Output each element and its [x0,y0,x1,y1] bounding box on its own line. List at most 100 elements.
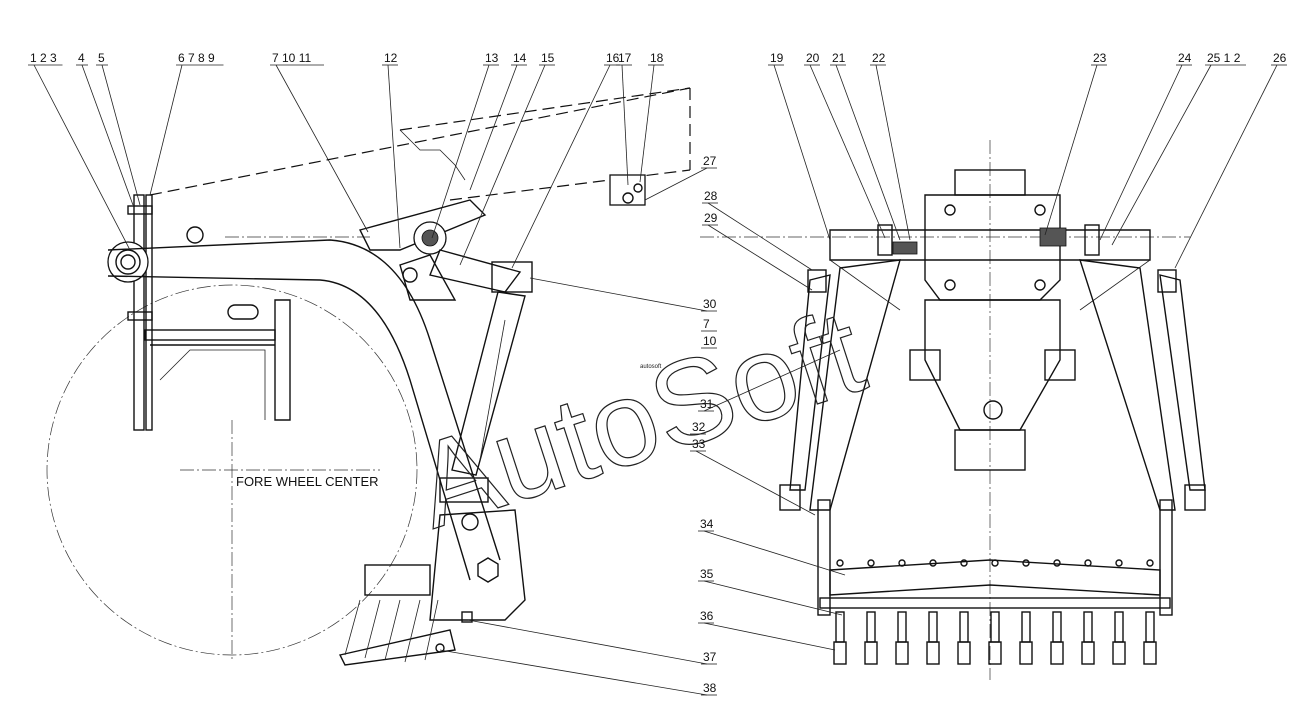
tine-shank [866,611,876,643]
callout-leader [875,64,911,241]
front-view [700,140,1206,680]
callout-right-11: 32 [692,420,706,434]
callout-left-11: 18 [650,51,664,65]
tine-tip [833,641,847,665]
side-view: FORE WHEEL CENTER [46,87,691,666]
hydraulic-cylinder-left [439,291,526,531]
tine-tip [1019,641,1033,665]
callout-leader [275,64,369,233]
callout-leader [439,649,708,696]
callout-leader [1111,64,1212,246]
tine-tip [957,641,971,665]
tine-tip [1112,641,1126,665]
callout-leader [707,202,813,271]
bar-bolt [898,559,906,567]
callout-right-5: 24 [1178,51,1192,65]
callout-right-13: 34 [700,517,714,531]
lever-assembly [358,174,646,301]
callout-leader [703,530,846,576]
callout-right-8: 28 [704,189,718,203]
callout-right-4: 23 [1093,51,1107,65]
callout-right-10: 31 [700,397,714,411]
callout-right-0: 19 [770,51,784,65]
ripper-block [338,509,526,666]
callout-leader [81,64,134,206]
bar-bolt [1084,559,1092,567]
tine-tip [988,641,1002,665]
callout-left-2: 5 [98,51,105,65]
callout-leader [707,224,813,291]
watermark-small: autosoft [640,364,662,370]
callout-leader [835,64,901,241]
callout-leader [644,167,708,201]
callout-right-15: 36 [700,609,714,623]
callout-left-6: 13 [485,51,499,65]
tine-shank [1145,611,1155,643]
bar-bolt [1146,559,1154,567]
callout-left-13: 30 [703,297,717,311]
tine-shank [897,611,907,643]
tine-shank [959,611,969,643]
tine-tip [1050,641,1064,665]
tine-shank [1083,611,1093,643]
main-arm [107,87,691,581]
callout-leader [459,64,546,266]
callout-right-6: 25 1 2 [1207,51,1241,65]
callout-leader [703,349,841,412]
callout-leader [809,64,886,239]
tine-tip [864,641,878,665]
callout-right-3: 22 [872,51,886,65]
tine-tip [926,641,940,665]
callout-leader [1044,64,1098,236]
tine-shank [1021,611,1031,643]
callout-left-16: 37 [703,650,717,664]
callout-leader [529,277,708,312]
callout-right-2: 21 [832,51,846,65]
fore-wheel-center-note: FORE WHEEL CENTER [236,474,379,489]
callout-left-4: 7 10 11 [272,51,311,65]
callout-leader [703,622,836,651]
bar-bolt [1053,559,1061,567]
callout-leader [387,64,401,249]
callout-leader [1099,64,1183,241]
bar-bolt [929,559,937,567]
callout-leader [431,64,490,239]
callout-leader [621,64,629,186]
callout-right-7: 26 [1273,51,1287,65]
callout-leader [695,450,816,516]
callout-leader [469,64,518,191]
tine-tip [1143,641,1157,665]
callout-right-12: 33 [692,437,706,451]
callout-leader [639,64,655,183]
callout-left-10: 17 [618,51,632,65]
bar-bolt [960,559,968,567]
callout-leader [149,64,183,196]
callout-left-12: 27 [703,154,717,168]
callout-left-1: 4 [78,51,85,65]
callout-right-9: 29 [704,211,718,225]
tine-shank [990,611,1000,643]
tine-shank [835,611,845,643]
callout-leader [703,580,843,616]
callout-leader [33,64,131,251]
tine-tip [895,641,909,665]
bar-bolt [1022,559,1030,567]
callout-left-9: 16 [606,51,620,65]
side-arms [779,259,1206,511]
tine-bar [817,499,1173,616]
fore-wheel-outline [46,284,418,656]
callout-right-1: 20 [806,51,820,65]
callout-left-8: 15 [541,51,555,65]
tine-shank [1052,611,1062,643]
callout-leader [101,64,141,206]
callout-right-14: 35 [700,567,714,581]
tines-row [833,559,1157,665]
callout-left-7: 14 [513,51,527,65]
bar-bolt [836,559,844,567]
watermark: AutoSoft [399,284,878,554]
bar-bolt [867,559,875,567]
tine-tip [1081,641,1095,665]
bar-bolt [1115,559,1123,567]
